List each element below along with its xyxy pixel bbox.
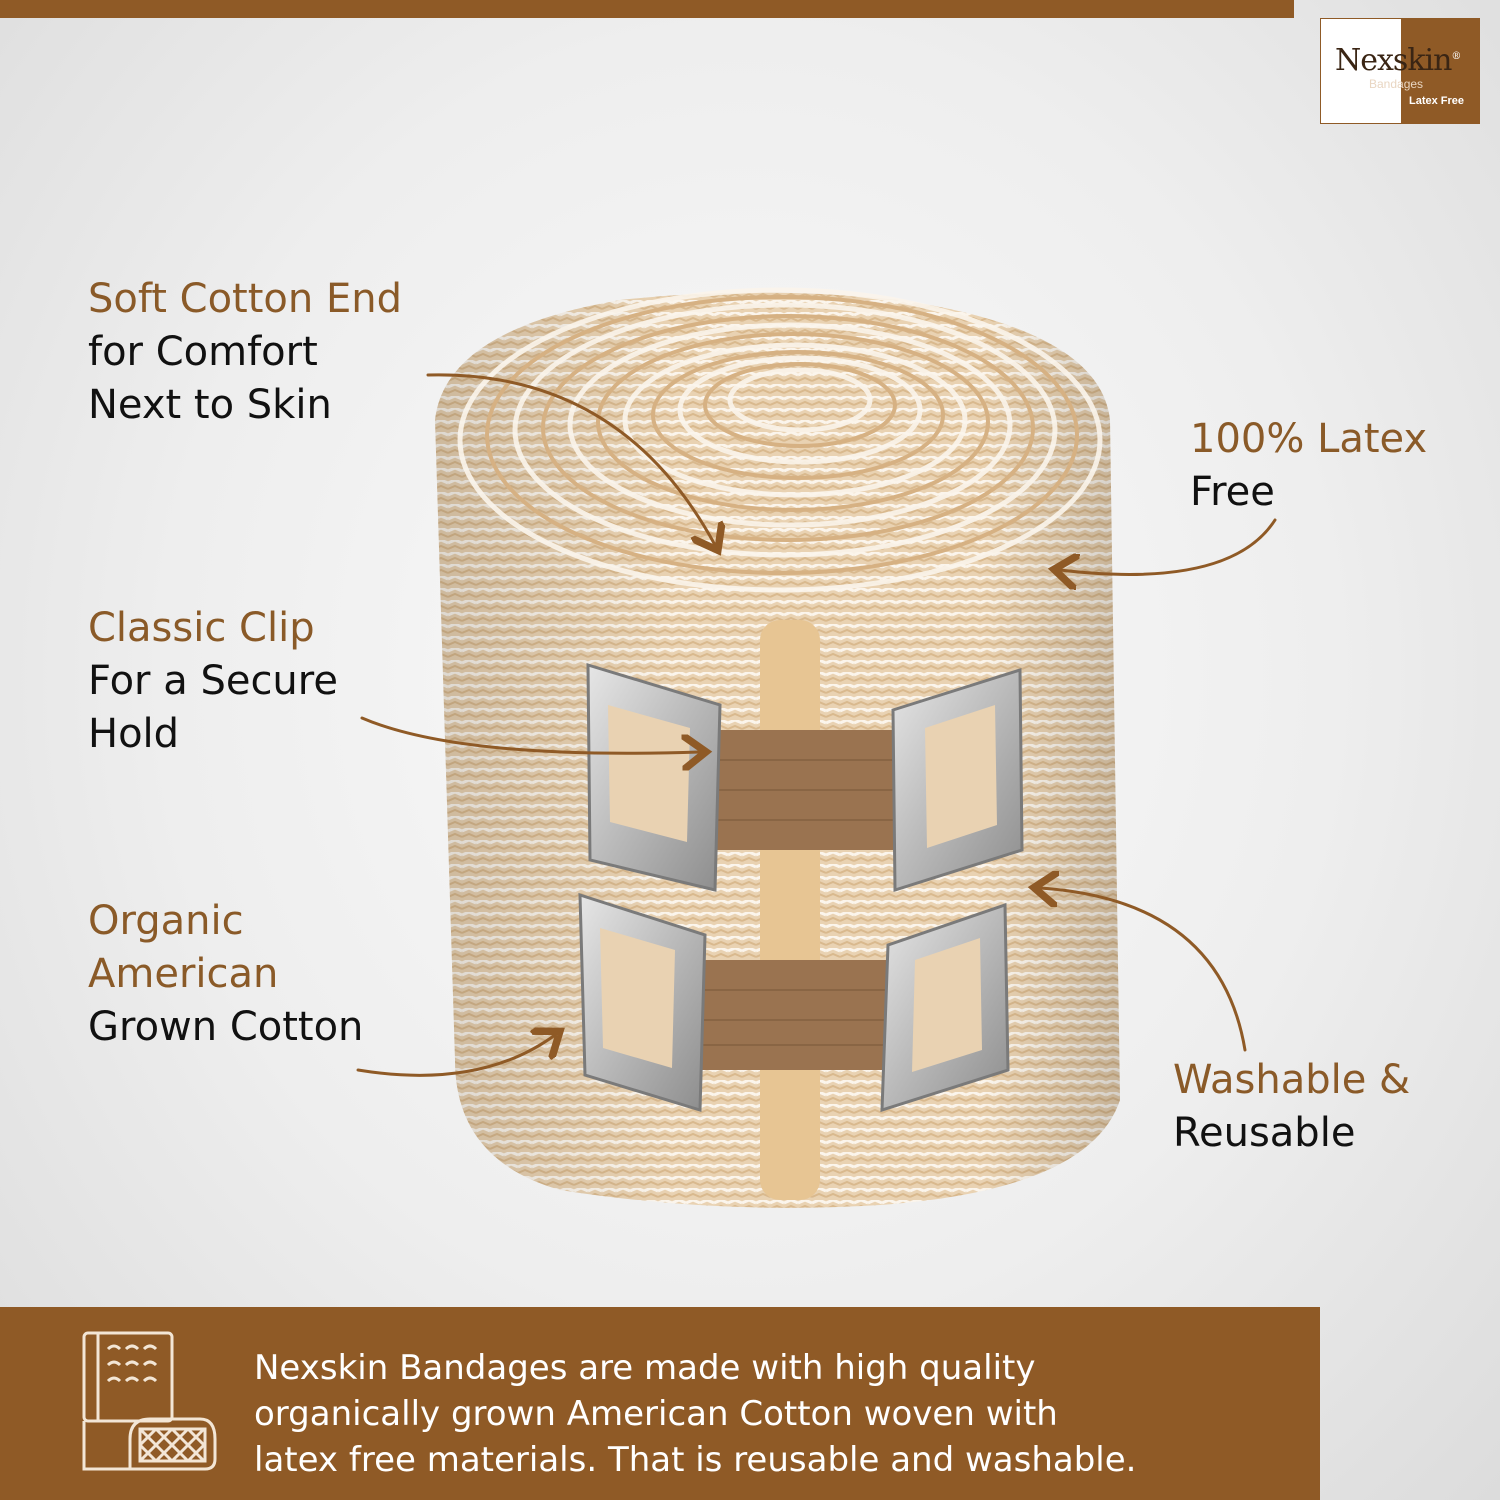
callout-heading: Classic Clip — [88, 605, 315, 651]
footer-line: Nexskin Bandages are made with high qual… — [254, 1348, 1036, 1388]
callout-heading: 100% Latex — [1190, 416, 1428, 462]
arrow-latex-free — [1060, 518, 1277, 574]
brand-logo: Nexskin® Bandages Latex Free — [1320, 18, 1480, 124]
footer-line: latex free materials. That is reusable a… — [254, 1440, 1137, 1480]
callout-classic-clip: Classic Clip For a Secure Hold — [88, 602, 338, 761]
callout-body: Reusable — [1173, 1110, 1356, 1156]
callout-body: Grown Cotton — [88, 1004, 364, 1050]
metal-clip-top-left — [586, 662, 722, 892]
logo-subtitle: Bandages — [1369, 77, 1424, 91]
arrow-soft-cotton — [426, 373, 715, 545]
callout-latex-free: 100% Latex Free — [1190, 413, 1427, 519]
arrow-classic-clip — [360, 716, 700, 753]
callout-body: Hold — [88, 711, 180, 757]
arrow-washable — [1040, 888, 1247, 1052]
callout-organic-cotton: Organic American Grown Cotton — [88, 895, 363, 1054]
callout-washable: Washable & Reusable — [1173, 1054, 1410, 1160]
logo-tagline: Latex Free — [1409, 95, 1465, 107]
callout-heading: American — [88, 951, 279, 997]
top-bar — [0, 0, 1294, 18]
callout-heading: Washable & — [1173, 1057, 1411, 1103]
metal-clip-top-right — [891, 667, 1024, 893]
footer-line: organically grown American Cotton woven … — [254, 1394, 1058, 1434]
bandage-fabric-icon — [82, 1331, 217, 1471]
logo-brown-panel — [1401, 19, 1479, 123]
callout-body: Next to Skin — [88, 382, 332, 428]
callout-heading: Soft Cotton End — [88, 276, 402, 322]
callout-heading: Organic — [88, 898, 244, 944]
callout-soft-cotton-end: Soft Cotton End for Comfort Next to Skin — [88, 273, 402, 432]
metal-clip-bottom-left — [578, 892, 707, 1113]
footer-description: Nexskin Bandages are made with high qual… — [254, 1345, 1304, 1483]
callout-body: For a Secure — [88, 658, 338, 704]
logo-brand-name: Nexskin® — [1335, 43, 1461, 78]
bandage-roll — [435, 287, 1120, 1208]
callout-body: for Comfort — [88, 329, 318, 375]
callout-body: Free — [1190, 469, 1275, 515]
metal-clip-bottom-right — [880, 902, 1010, 1113]
footer-bar: Nexskin Bandages are made with high qual… — [0, 1307, 1320, 1500]
arrow-organic-cotton — [356, 1035, 555, 1077]
